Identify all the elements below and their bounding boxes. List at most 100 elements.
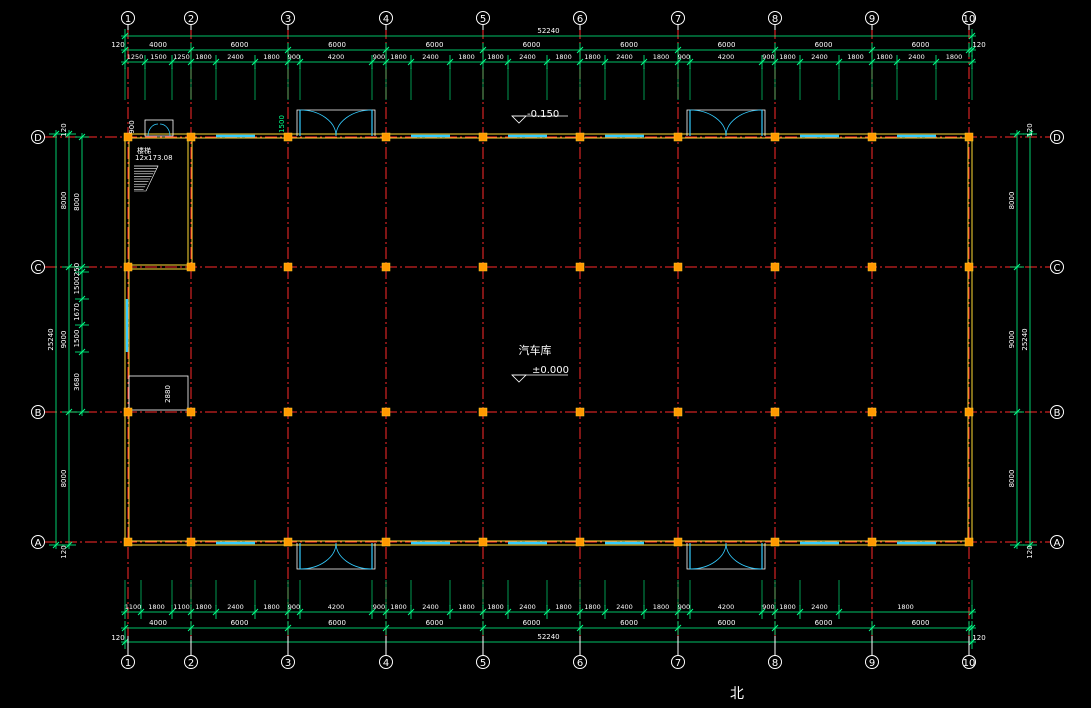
axis-bubble-label: 9 xyxy=(869,14,875,25)
dim-top-bays-slash xyxy=(382,46,390,54)
dim-bottom-bays-value: 6000 xyxy=(718,619,736,627)
axis-bubble-label: C xyxy=(1054,263,1061,274)
dim-bottom-bays-slash xyxy=(121,624,129,632)
stair-exit-box xyxy=(144,119,174,137)
dim-left-details-value: 1500 xyxy=(73,277,81,295)
door-swing xyxy=(689,109,727,137)
dim-left-overall-slash xyxy=(52,130,60,138)
column xyxy=(283,537,293,547)
dim-bottom-details-value: 1800 xyxy=(897,603,914,611)
axis-bubble-label: B xyxy=(35,408,42,419)
door-swing xyxy=(299,542,337,570)
column xyxy=(964,132,974,142)
dim-left-details-slash xyxy=(78,295,86,303)
column xyxy=(964,407,974,417)
dim-bottom-details-value: 1800 xyxy=(779,603,796,611)
dim-left-bays-value: 8000 xyxy=(60,192,68,210)
dim-right-bays-value: 8000 xyxy=(1008,192,1016,210)
dim-top-bays-slash xyxy=(576,46,584,54)
dim-top-details-value: 2400 xyxy=(519,53,536,61)
axis-bubble-label: 10 xyxy=(963,14,976,25)
dim-right-edge: 120 xyxy=(1026,545,1034,558)
dim-bottom-bays-value: 6000 xyxy=(620,619,638,627)
dim-left-details-value: 250 xyxy=(73,263,81,276)
dim-left-bays-slash xyxy=(65,408,73,416)
column xyxy=(964,262,974,272)
dim-right-bays-slash xyxy=(1013,408,1021,416)
dim-top-details-slash xyxy=(771,58,779,66)
dim-left-edge: 120 xyxy=(60,123,68,136)
dim-top-details-value: 1800 xyxy=(555,53,572,61)
dim-left-details-value: 8000 xyxy=(73,193,81,211)
dim-top-details-slash xyxy=(382,58,390,66)
column xyxy=(673,132,683,142)
dim-top-details-slash xyxy=(835,58,843,66)
dim-bottom-details-value: 1800 xyxy=(390,603,407,611)
columns xyxy=(123,132,974,547)
axis-bubble-label: 4 xyxy=(383,14,389,25)
dim-right-bays-slash xyxy=(1013,130,1021,138)
dim-bottom-details-value: 1800 xyxy=(148,603,165,611)
dim-top-edge-right: 120 xyxy=(972,41,985,49)
dim-bottom-details-value: 900 xyxy=(762,603,774,611)
dim-bottom-details-slash xyxy=(543,608,551,616)
axis-bubble-label: D xyxy=(1053,133,1061,144)
axis-bubble-C xyxy=(1050,260,1064,274)
dim-top-bays-slash xyxy=(674,46,682,54)
dim-bottom-bays-slash xyxy=(965,624,973,632)
dim-top-details-slash xyxy=(446,58,454,66)
stair-spec-label: 12x173.08 xyxy=(135,154,173,162)
dim-top-details-value: 1800 xyxy=(653,53,670,61)
dim-bottom-details-slash xyxy=(504,608,512,616)
dim-top-bays-value: 4000 xyxy=(149,41,167,49)
dim-top-edge-left: 120 xyxy=(111,41,124,49)
dim-top-details-slash xyxy=(121,58,129,66)
dim-top-bays-value: 6000 xyxy=(718,41,736,49)
door-swing xyxy=(335,542,373,570)
column xyxy=(123,132,133,142)
dim-top-details-value: 1800 xyxy=(390,53,407,61)
dim-bottom-details-slash xyxy=(212,608,220,616)
dim-top-details-slash xyxy=(284,58,292,66)
axis-bubble-label: 8 xyxy=(772,14,778,25)
dim-top-details-value: 900 xyxy=(762,53,774,61)
dim-bottom-details-slash xyxy=(674,608,682,616)
dim-top-overall-slash xyxy=(121,32,129,40)
dim-bottom-details-slash xyxy=(137,608,145,616)
dim-top-details-value: 900 xyxy=(373,53,385,61)
column xyxy=(381,132,391,142)
dim-top-bays-value: 6000 xyxy=(912,41,930,49)
dim-left-overall-slash xyxy=(52,541,60,549)
axis-bubble-A xyxy=(1050,535,1064,549)
dim-bottom-overall-slash xyxy=(968,638,976,646)
dim-bottom-details-slash xyxy=(121,608,129,616)
dim-bottom-details-value: 4200 xyxy=(718,603,735,611)
axis-bubble-label: 9 xyxy=(869,658,875,669)
level-marker-floor xyxy=(511,374,527,383)
dim-bottom-bays-slash xyxy=(382,624,390,632)
dim-left-details-slash xyxy=(78,133,86,141)
dim-left-details-slash xyxy=(78,408,86,416)
stair-area xyxy=(134,119,174,192)
column xyxy=(770,262,780,272)
windows xyxy=(125,134,936,545)
column xyxy=(381,262,391,272)
dim-top-details-value: 4200 xyxy=(328,53,345,61)
column xyxy=(575,407,585,417)
dim-bottom-details-value: 1100 xyxy=(173,603,190,611)
axis-bubble-B xyxy=(1050,405,1064,419)
dim-left-bays-value: 9000 xyxy=(60,331,68,349)
axis-bubble-label: A xyxy=(35,538,42,549)
column xyxy=(770,407,780,417)
dim-bottom-bays-value: 6000 xyxy=(815,619,833,627)
dim-bottom-edge-left: 120 xyxy=(111,634,124,642)
axis-bubble-label: A xyxy=(1054,538,1061,549)
dim-bottom-bays-slash xyxy=(284,624,292,632)
column xyxy=(478,132,488,142)
dim-bottom-details-value: 1800 xyxy=(487,603,504,611)
dim-top-details-value: 1800 xyxy=(946,53,963,61)
dim-top-details-slash xyxy=(504,58,512,66)
dim-bottom-details-value: 1800 xyxy=(653,603,670,611)
dim-top-bays-value: 6000 xyxy=(523,41,541,49)
